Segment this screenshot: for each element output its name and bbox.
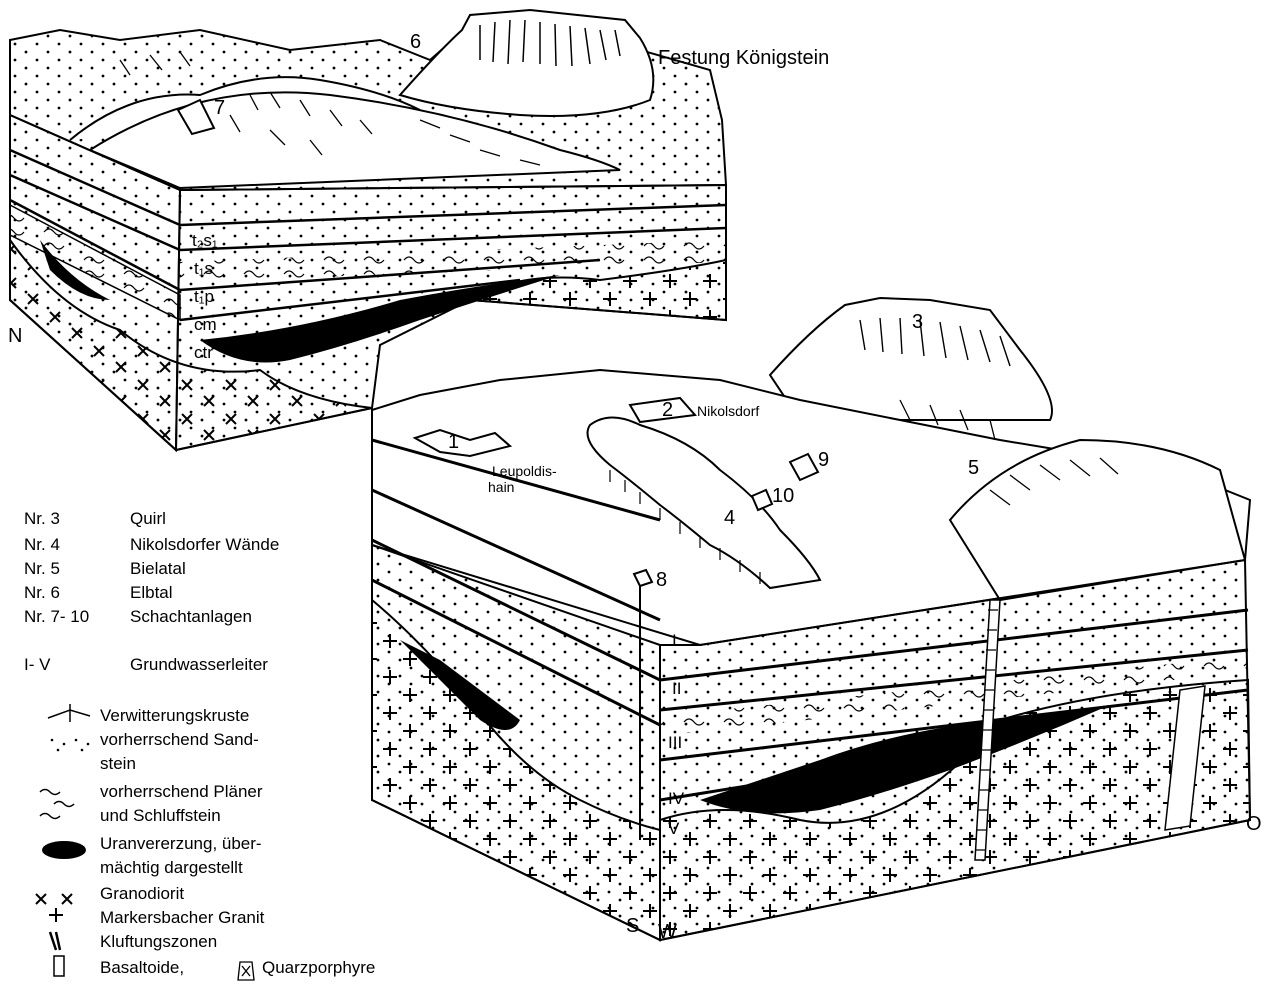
aquifer-label-i: I (672, 632, 677, 649)
block-2 (372, 298, 1250, 940)
legend-granodiorite: Granodiorit (100, 884, 184, 904)
site-label-6: 6 (410, 32, 421, 52)
place-leupoldishain-2: hain (488, 480, 514, 494)
legend-name-quirl: Quirl (130, 510, 166, 527)
site-label-1: 1 (448, 432, 459, 452)
stratum-label-cm: cm (194, 316, 217, 333)
festung-koenigstein-mesa (400, 10, 653, 116)
stratum-label-t1s: t₁s (194, 260, 213, 277)
fracture-symbol-icon (50, 932, 60, 950)
site-label-3: 3 (912, 312, 923, 332)
legend-planer-1: vorherrschend Pläner (100, 782, 263, 802)
stratum-label-t2s1: t₂s₁ (192, 232, 218, 249)
legend-name-elbtal: Elbtal (130, 584, 173, 601)
legend-granite: Markersbacher Granit (100, 908, 264, 928)
place-leupoldishain-1: Leupoldis- (492, 464, 557, 478)
legend-basalt: Basaltoide, (100, 958, 184, 978)
legend-sandstone-1: vorherrschend Sand- (100, 730, 259, 750)
uranium-symbol-icon (42, 841, 86, 859)
site-label-2: 2 (662, 400, 673, 420)
place-festung-koenigstein: Festung Königstein (658, 48, 829, 68)
legend-fracture: Kluftungszonen (100, 932, 217, 952)
granodiorite-symbol-icon (36, 894, 72, 904)
orientation-n: N (8, 326, 22, 346)
legend-nr-5: Nr. 5 (24, 560, 60, 577)
aquifer-label-iv: IV (668, 790, 684, 807)
legend-planer-2: und Schluffstein (100, 806, 221, 826)
orientation-o: O (1246, 814, 1262, 834)
weathering-symbol-icon (48, 704, 90, 722)
legend-uranium-1: Uranvererzung, über- (100, 834, 262, 854)
site-label-5: 5 (968, 458, 979, 478)
legend-porphyry: Quarzporphyre (262, 958, 375, 978)
granite-symbol-icon (49, 908, 63, 922)
aquifer-label-ii: II (672, 680, 681, 697)
legend-nr-7-10: Nr. 7- 10 (24, 608, 89, 625)
sandstone-symbol-icon (51, 739, 90, 752)
legend-uranium-2: mächtig dargestellt (100, 858, 243, 878)
legend-name-bielatal: Bielatal (130, 560, 186, 577)
aquifer-label-v: V (668, 820, 679, 837)
legend-sandstone-2: stein (100, 754, 136, 774)
stratum-label-ctr: ctr (194, 344, 213, 361)
stratum-label-t1p: t₁p (194, 288, 214, 305)
basalt-symbol-icon (54, 956, 64, 976)
place-nikolsdorf: Nikolsdorf (697, 404, 759, 418)
legend-name-nikolsdorfer-waende: Nikolsdorfer Wände (130, 536, 279, 553)
legend-name-schachtanlagen: Schachtanlagen (130, 608, 252, 625)
site-label-4: 4 (724, 508, 735, 528)
legend-weathering: Verwitterungskruste (100, 706, 249, 726)
legend-aquifer-name: Grundwasserleiter (130, 656, 268, 673)
site-label-9: 9 (818, 450, 829, 470)
legend-nr-6: Nr. 6 (24, 584, 60, 601)
aquifer-label-iii: III (668, 734, 682, 751)
porphyry-symbol-icon (238, 962, 254, 980)
site-label-7: 7 (214, 98, 225, 118)
legend-aquifer-code: I- V (24, 656, 50, 673)
legend-nr-4: Nr. 4 (24, 536, 60, 553)
site-label-10: 10 (772, 486, 794, 506)
orientation-w: W (658, 922, 677, 942)
orientation-s: S (626, 916, 639, 936)
planer-symbol-icon (40, 790, 74, 819)
legend-nr-3: Nr. 3 (24, 510, 60, 527)
site-label-8: 8 (656, 570, 667, 590)
